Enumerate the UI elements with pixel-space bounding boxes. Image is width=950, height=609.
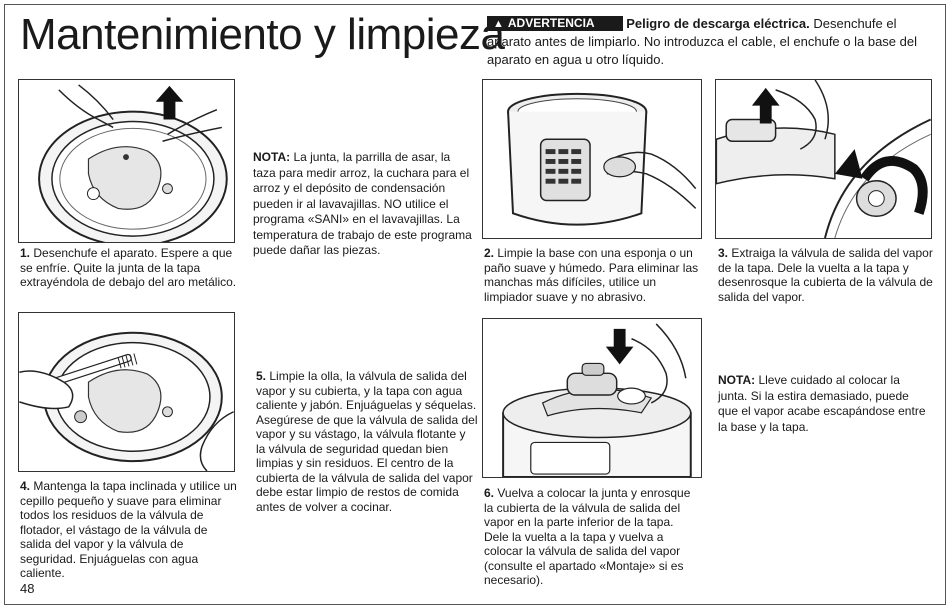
page-frame <box>4 4 946 605</box>
arrow-up-icon <box>155 85 184 120</box>
page-title: Mantenimiento y limpieza <box>20 10 505 59</box>
step-1: 1. Desenchufe el aparato. Espere a que s… <box>20 246 237 289</box>
warning-box: ▲ADVERTENCIA Peligro de descarga eléctri… <box>487 15 937 69</box>
arrow-up-icon <box>751 87 780 124</box>
page-number: 48 <box>20 581 35 596</box>
base-wiping-illustration <box>482 79 702 239</box>
steam-valve-removal-illustration <box>715 79 932 239</box>
step-3: 3. Extraiga la válvula de salida del vap… <box>718 246 933 304</box>
arrow-down-icon <box>605 328 634 365</box>
note-gasket: NOTA: Lleve cuidado al colocar la junta.… <box>718 373 926 434</box>
warning-triangle-icon: ▲ <box>493 18 504 30</box>
step-4: 4. Mantenga la tapa inclinada y utilice … <box>20 479 237 580</box>
step-6: 6. Vuelva a colocar la junta y enrosque … <box>484 486 691 587</box>
lid-brushing-illustration <box>18 312 235 472</box>
note-dishwasher: NOTA: La junta, la parrilla de asar, la … <box>253 150 472 257</box>
step-2: 2. Limpie la base con una esponja o un p… <box>484 246 699 304</box>
warning-label: ▲ADVERTENCIA <box>487 16 623 31</box>
step-5: 5. Limpie la olla, la válvula de salida … <box>256 369 478 514</box>
lid-gasket-removal-illustration <box>18 79 235 243</box>
steam-valve-reinstall-illustration <box>482 318 702 478</box>
warning-headline: Peligro de descarga eléctrica. <box>626 16 810 31</box>
warning-body: Desenchufe el aparato antes de limpiarlo… <box>487 16 917 67</box>
